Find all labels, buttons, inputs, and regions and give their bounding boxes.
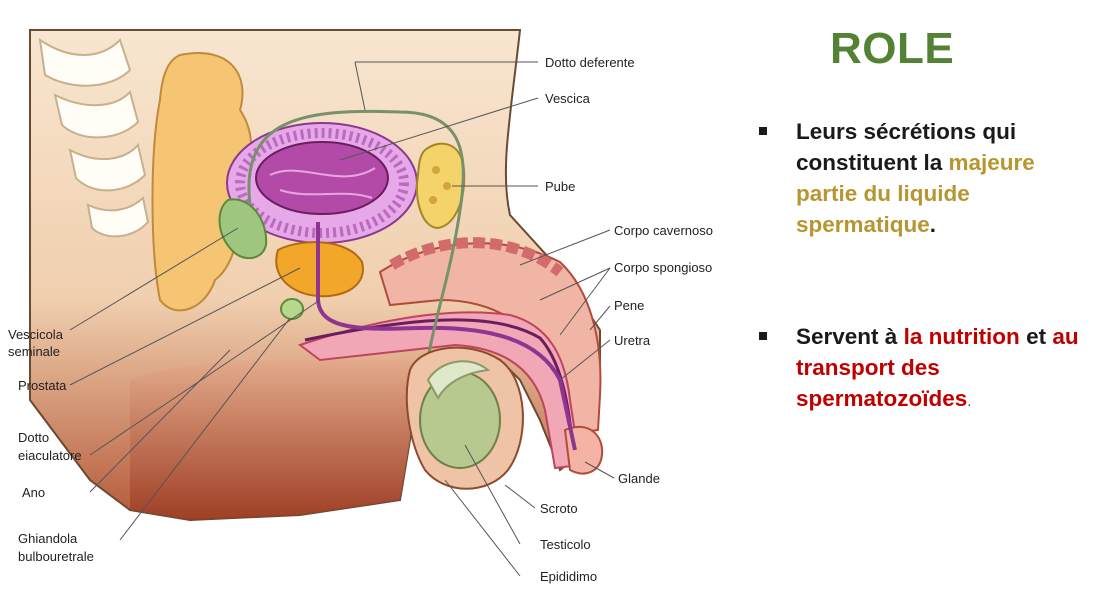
role-panel: ROLE Leurs sécrétions qui constituent la…	[752, 18, 1102, 578]
pubic-bone	[416, 142, 466, 230]
label-dotto-deferente: Dotto deferente	[545, 55, 635, 70]
bullet-1-highlight: majeure partie du liquide spermatique	[796, 150, 1035, 237]
testicle	[419, 360, 501, 469]
role-bullet-1: Leurs sécrétions qui constituent la maje…	[752, 116, 1102, 240]
label-glande: Glande	[618, 471, 660, 486]
seminal-vesicle	[218, 198, 268, 260]
label-ghiandola-line1: Ghiandola	[18, 531, 78, 546]
bullet-2-text-middle: et	[1019, 324, 1053, 349]
bullet-square-icon	[759, 127, 767, 135]
bullet-2-highlight-transport: au transport des spermatozoïdes	[796, 324, 1079, 411]
spine-vertebrae	[38, 37, 150, 238]
bullet-1-end: .	[929, 212, 937, 237]
role-bullet-2: Servent à la nutrition et au transport d…	[752, 321, 1102, 417]
label-vescicola-seminale-line2: seminale	[8, 344, 60, 359]
label-pube: Pube	[545, 179, 575, 194]
urethra	[316, 222, 577, 451]
label-leaders	[69, 61, 615, 577]
label-ano: Ano	[22, 485, 45, 500]
label-testicolo: Testicolo	[540, 537, 591, 552]
label-uretra: Uretra	[614, 333, 651, 348]
bullet-square-icon	[759, 332, 767, 340]
bullet-2-end: .	[967, 393, 972, 409]
bullet-1-text: Leurs sécrétions qui constituent la	[796, 119, 1017, 175]
role-bullet-list: Leurs sécrétions qui constituent la maje…	[752, 116, 1102, 417]
label-epididimo: Epididimo	[540, 569, 597, 584]
bullet-2-highlight-nutrition: la nutrition	[903, 324, 1020, 349]
role-title: ROLE	[830, 24, 955, 73]
label-scroto: Scroto	[540, 501, 578, 516]
label-vescica: Vescica	[545, 91, 591, 106]
bladder	[226, 122, 418, 244]
label-dotto-eiaculatore-line2: eiaculatore	[18, 448, 82, 463]
anatomy-diagram: Dotto deferente Vescica Pube Corpo caver…	[8, 29, 713, 584]
labels: Dotto deferente Vescica Pube Corpo caver…	[8, 55, 713, 584]
label-pene: Pene	[614, 298, 644, 313]
label-corpo-cavernoso: Corpo cavernoso	[614, 223, 713, 238]
label-vescicola-seminale-line1: Vescicola	[8, 327, 64, 342]
label-corpo-spongioso: Corpo spongioso	[614, 260, 712, 275]
label-prostata: Prostata	[18, 378, 67, 393]
label-dotto-eiaculatore-line1: Dotto	[18, 430, 49, 445]
vas-deferens	[247, 109, 465, 381]
bulbourethral-gland	[280, 298, 304, 320]
label-ghiandola-line2: bulbouretrale	[18, 549, 94, 564]
rectum	[151, 52, 252, 312]
bullet-2-text-start: Servent à	[796, 324, 904, 349]
